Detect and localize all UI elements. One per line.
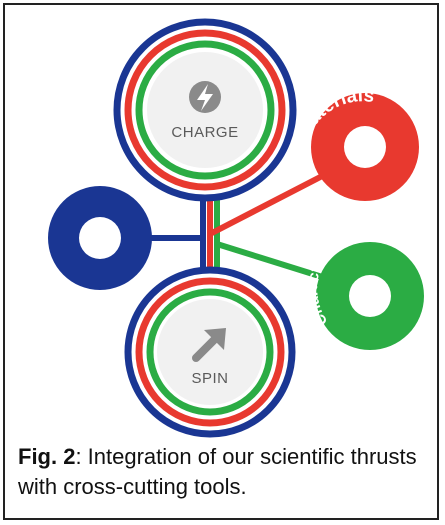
spin-label: SPIN bbox=[191, 370, 228, 387]
theory-hole bbox=[79, 217, 121, 259]
spin-core bbox=[157, 299, 263, 405]
figure-caption-label: Fig. 2 bbox=[18, 444, 76, 469]
figure-caption-text: : Integration of our scientific thrusts … bbox=[18, 444, 417, 499]
materials-branch-line bbox=[208, 169, 332, 237]
charge-node: CHARGE bbox=[113, 18, 297, 202]
characterization-node: Characterization bbox=[304, 221, 424, 350]
characterization-branch-line bbox=[216, 241, 333, 283]
characterization-hole bbox=[349, 275, 391, 317]
charge-label: CHARGE bbox=[171, 124, 238, 141]
lightning-bolt-icon bbox=[189, 81, 221, 113]
integration-diagram: CHARGE SPIN Theory Materials Characteri bbox=[28, 18, 424, 438]
materials-hole bbox=[344, 126, 386, 168]
theory-node: Theory bbox=[28, 147, 152, 290]
arrow-up-right-icon bbox=[192, 328, 226, 362]
figure-caption: Fig. 2: Integration of our scientific th… bbox=[18, 442, 428, 502]
spin-node: SPIN bbox=[124, 266, 296, 438]
materials-node: Materials bbox=[293, 85, 419, 201]
